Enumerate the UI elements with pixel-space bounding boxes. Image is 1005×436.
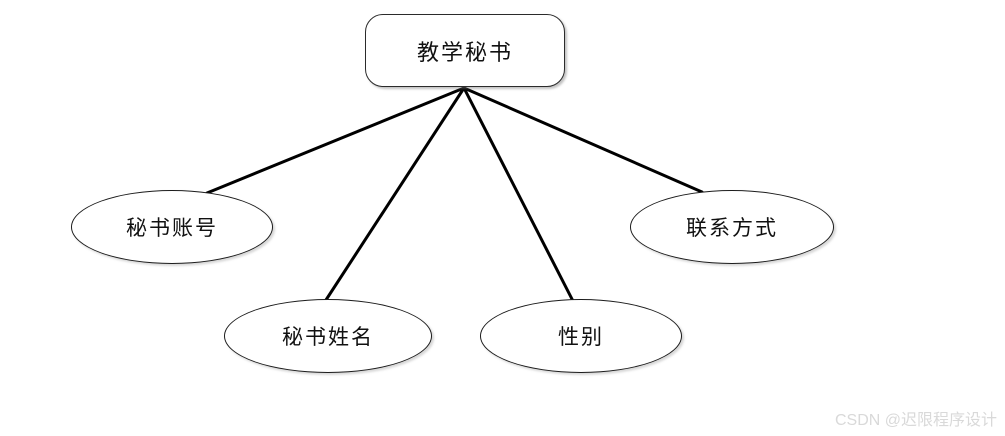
edge-root-name <box>322 86 466 305</box>
attribute-label-contact: 联系方式 <box>686 216 778 240</box>
attribute-label-name: 秘书姓名 <box>282 325 374 349</box>
attribute-label-gender: 性别 <box>558 325 604 349</box>
edge-root-gender <box>462 86 576 305</box>
attribute-node-name: 秘书姓名 <box>224 299 432 373</box>
attribute-node-contact: 联系方式 <box>630 190 834 264</box>
entity-node-teaching-secretary: 教学秘书 <box>365 14 565 87</box>
entity-label: 教学秘书 <box>416 39 513 65</box>
edge-root-account <box>205 86 466 195</box>
attribute-label-account: 秘书账号 <box>126 216 218 240</box>
edge-root-contact <box>462 86 704 194</box>
attribute-node-account: 秘书账号 <box>71 190 273 264</box>
attribute-node-gender: 性别 <box>480 299 682 373</box>
watermark: CSDN @迟限程序设计 <box>834 412 997 429</box>
